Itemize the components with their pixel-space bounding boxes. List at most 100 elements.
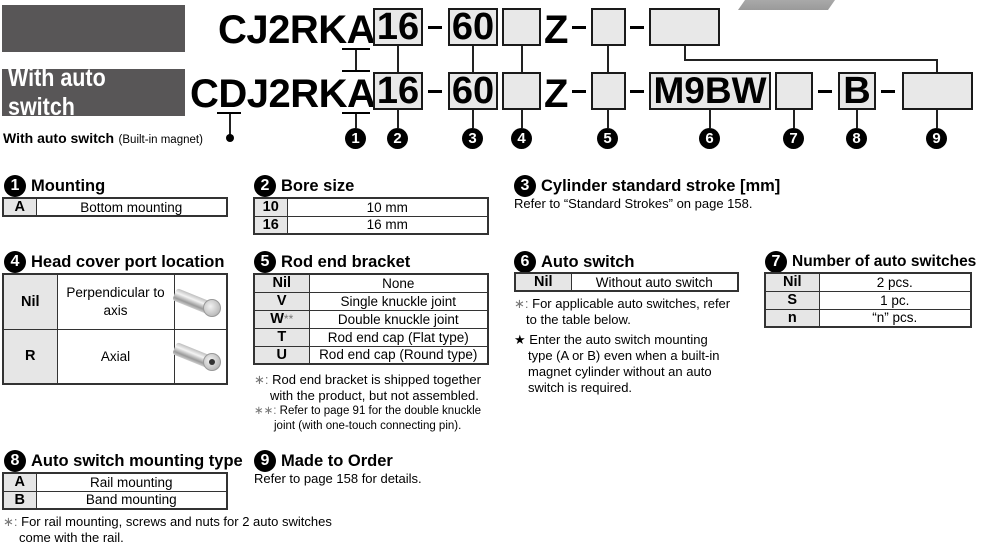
option-desc-line: Perpendicular to bbox=[66, 284, 165, 300]
mounting-type-box: B bbox=[838, 72, 876, 110]
table-row: n “n” pcs. bbox=[764, 308, 972, 328]
option-desc: Axial bbox=[56, 328, 175, 385]
option-code: B bbox=[2, 490, 37, 510]
leader-line bbox=[856, 110, 858, 128]
star-mark: ★ bbox=[514, 332, 526, 347]
part-prefix-d: D bbox=[218, 72, 247, 116]
connector-line bbox=[355, 50, 357, 70]
option-desc: Double knuckle joint bbox=[308, 309, 489, 329]
option-desc: None bbox=[308, 273, 489, 293]
option-code: 10 bbox=[253, 197, 288, 217]
leader-line bbox=[709, 110, 711, 128]
bore-size-table: 10 10 mm 16 16 mm bbox=[253, 197, 489, 235]
option-desc: Rod end cap (Flat type) bbox=[308, 327, 489, 347]
bore-code: 16 bbox=[376, 70, 420, 112]
auto-switch-table: Nil Without auto switch bbox=[514, 272, 739, 292]
auto-switch-note-1: ∗: For applicable auto switches, refer t… bbox=[514, 296, 759, 328]
stroke-reference-text: Refer to “Standard Strokes” on page 158. bbox=[514, 196, 753, 211]
num-switches-box bbox=[775, 72, 813, 110]
connector-line bbox=[684, 46, 686, 60]
head-cover-table: Nil Perpendicular to axis R Axial bbox=[2, 273, 228, 385]
option-desc: 1 pc. bbox=[818, 290, 972, 310]
option-code: A bbox=[2, 197, 37, 217]
stroke-code: 60 bbox=[451, 6, 495, 48]
option-code: S bbox=[764, 290, 820, 310]
connector-line bbox=[472, 46, 474, 72]
option-desc-line: axis bbox=[103, 302, 128, 318]
footnote-mark: ∗: bbox=[514, 296, 529, 311]
leader-dot bbox=[226, 134, 234, 142]
section-title-mounting-type: 8 Auto switch mounting type bbox=[4, 450, 243, 472]
table-row: Nil Perpendicular to axis bbox=[2, 273, 228, 330]
table-row: Nil Without auto switch bbox=[514, 272, 739, 292]
section-title-text: Head cover port location bbox=[31, 252, 225, 271]
bore-code-box-row2: 16 bbox=[373, 72, 423, 110]
section-title-head-cover: 4 Head cover port location bbox=[4, 251, 224, 273]
table-row: Nil 2 pcs. bbox=[764, 272, 972, 292]
section-title-text: Mounting bbox=[31, 176, 106, 195]
table-row: A Rail mounting bbox=[2, 472, 228, 492]
note-text: type (A or B) even when a built-in bbox=[528, 348, 720, 363]
option-code: n bbox=[764, 308, 820, 328]
underline-mount-row1 bbox=[342, 48, 370, 50]
number-badge-9: 9 bbox=[926, 128, 947, 149]
option-code: Nil bbox=[764, 272, 820, 292]
section-title-auto-switch: 6 Auto switch bbox=[514, 251, 635, 273]
section-title-mounting: 1 Mounting bbox=[4, 175, 105, 197]
table-row: T Rod end cap (Flat type) bbox=[253, 327, 489, 347]
part-prefix-rest: J2RK bbox=[246, 72, 348, 116]
leader-line bbox=[397, 110, 399, 128]
bore-code: 16 bbox=[376, 6, 420, 48]
option-image-cell bbox=[171, 273, 228, 330]
option-desc: 10 mm bbox=[286, 197, 489, 217]
note-text: For rail mounting, screws and nuts for 2… bbox=[17, 514, 332, 529]
mount-code: A bbox=[347, 72, 376, 116]
note-text: Refer to page 91 for the double knuckle bbox=[276, 405, 482, 417]
option-desc: “n” pcs. bbox=[818, 308, 972, 328]
number-badge-3: 3 bbox=[462, 128, 483, 149]
section-title-stroke: 3 Cylinder standard stroke [mm] bbox=[514, 175, 780, 197]
table-row: W** Double knuckle joint bbox=[253, 309, 489, 329]
z-code-row2: Z bbox=[544, 72, 568, 116]
leader-line bbox=[229, 114, 231, 138]
stroke-code: 60 bbox=[451, 70, 495, 112]
number-badge: 1 bbox=[4, 175, 26, 197]
table-row: U Rod end cap (Round type) bbox=[253, 345, 489, 365]
part-number-row1: CJ2RKA bbox=[218, 10, 376, 50]
note-text: joint (with one-touch connecting pin). bbox=[274, 420, 462, 432]
option-desc: Single knuckle joint bbox=[308, 291, 489, 311]
header-bar-blank bbox=[2, 5, 185, 52]
footnote-mark: ∗: bbox=[3, 514, 18, 529]
note-text: magnet cylinder without an auto bbox=[528, 364, 712, 379]
stroke-code-box-row2: 60 bbox=[448, 72, 498, 110]
option-image-cell bbox=[171, 328, 228, 385]
option-code: Nil bbox=[514, 272, 572, 292]
leader-line bbox=[521, 110, 523, 128]
number-badge-4: 4 bbox=[511, 128, 532, 149]
dash bbox=[428, 90, 442, 93]
option-code: V bbox=[253, 291, 310, 311]
dash bbox=[630, 90, 644, 93]
leader-line bbox=[793, 110, 795, 128]
option-desc: Bottom mounting bbox=[35, 197, 228, 217]
mounting-type-note: ∗: For rail mounting, screws and nuts fo… bbox=[3, 514, 363, 546]
dash bbox=[630, 26, 644, 29]
table-row: 16 16 mm bbox=[253, 215, 489, 235]
number-badge-8: 8 bbox=[846, 128, 867, 149]
number-badge-6: 6 bbox=[699, 128, 720, 149]
option-code: T bbox=[253, 327, 310, 347]
z-code-row1: Z bbox=[544, 8, 568, 52]
built-in-magnet-annotation: With auto switch (Built-in magnet) bbox=[3, 130, 203, 148]
number-badge: 4 bbox=[4, 251, 26, 273]
section-title-text: Made to Order bbox=[281, 451, 393, 470]
note-text: switch is required. bbox=[528, 380, 633, 395]
rod-end-axial-port-image bbox=[171, 338, 223, 374]
option-code: 16 bbox=[253, 215, 288, 235]
leader-line bbox=[607, 110, 609, 128]
num-switches-table: Nil 2 pcs. S 1 pc. n “n” pcs. bbox=[764, 272, 972, 328]
note-text: Enter the auto switch mounting bbox=[525, 332, 708, 347]
connector-line bbox=[397, 46, 399, 72]
made-to-order-text: Refer to page 158 for details. bbox=[254, 471, 422, 486]
note-text: with the product, but not assembled. bbox=[270, 388, 479, 403]
number-badge: 6 bbox=[514, 251, 536, 273]
